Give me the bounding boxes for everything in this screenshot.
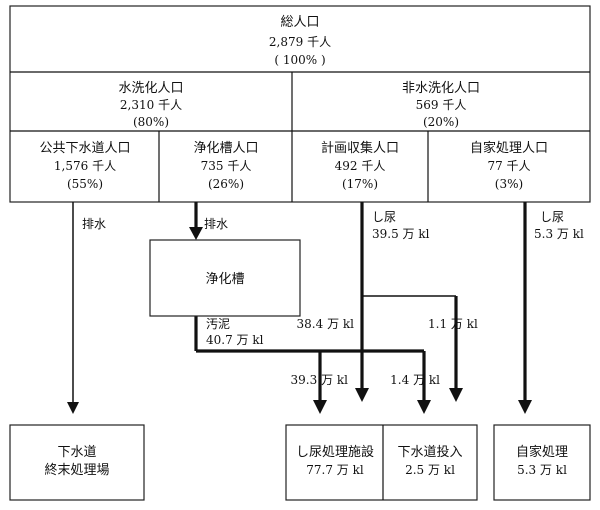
split-side-amount: 1.1 万 kl (428, 317, 478, 331)
sewer-input-title: 下水道投入 (397, 444, 462, 460)
public-sewer-population-cell: 公共下水道人口 1,576 千人 (55%) (39, 141, 130, 191)
flush-population-title: 水洗化人口 (118, 81, 183, 96)
self-treatment-box: 自家処理 5.3 万 kl (493, 424, 591, 501)
to-sewer-amount: 1.4 万 kl (390, 373, 440, 387)
nonflush-population-cell: 非水洗化人口 569 千人 (20%) (402, 81, 480, 129)
sludge-to-sewer-arrowhead (417, 400, 431, 414)
self-treatment-frame (493, 424, 591, 501)
septic-tank-frame (149, 239, 301, 317)
self-treatment-title: 自家処理 (516, 444, 568, 460)
septic-value: 735 千人 (201, 159, 252, 173)
flush-population-pct: (80%) (133, 115, 169, 129)
public-sewer-value: 1,576 千人 (54, 159, 116, 173)
sludge-amount: 40.7 万 kl (206, 333, 264, 347)
flush-population-cell: 水洗化人口 2,310 千人 (80%) (118, 81, 183, 129)
planned-title: 計画収集人口 (321, 140, 399, 156)
night-soil-arrowhead (355, 388, 369, 402)
total-population-value: 2,879 千人 (269, 35, 331, 49)
sewer-input-amount: 2.5 万 kl (405, 463, 455, 477)
self-night-soil-label: し尿 (540, 210, 564, 224)
sewer-plant-box: 下水道 終末処理場 (9, 424, 145, 501)
self-treatment-population-cell: 自家処理人口 77 千人 (3%) (470, 140, 548, 191)
sludge-label: 汚泥 (206, 317, 230, 331)
septic-pct: (26%) (208, 177, 244, 191)
sewer-plant-line2: 終末処理場 (44, 462, 109, 478)
self-night-soil-amount: 5.3 万 kl (534, 227, 584, 241)
nonflush-population-title: 非水洗化人口 (402, 81, 480, 96)
total-population-title: 総人口 (280, 15, 319, 30)
drain-label-septic: 排水 (204, 217, 228, 231)
drain-label-public-sewer: 排水 (82, 217, 106, 231)
treatment-plant-title: し尿処理施設 (296, 444, 374, 460)
sewer-plant-line1: 下水道 (57, 445, 96, 460)
total-population-cell: 総人口 2,879 千人 ( 100% ) (269, 15, 331, 67)
septic-title: 浄化槽人口 (193, 141, 258, 156)
flow-labels: 排水 排水 し尿 39.5 万 kl し尿 5.3 万 kl 汚泥 40.7 万… (82, 210, 584, 387)
treatment-group-box: し尿処理施設 77.7 万 kl 下水道投入 2.5 万 kl (285, 424, 478, 501)
treatment-group-frame (285, 424, 478, 501)
public-sewer-title: 公共下水道人口 (39, 141, 130, 156)
drain-arrowhead-public-sewer (67, 402, 79, 414)
sludge-to-plant-arrowhead (313, 400, 327, 414)
to-plant-amount: 39.3 万 kl (291, 373, 349, 387)
septic-tank-label: 浄化槽 (205, 272, 244, 287)
self-treatment-arrowhead (518, 400, 532, 414)
septic-tank-box: 浄化槽 (149, 239, 301, 317)
night-soil-label: し尿 (372, 210, 396, 224)
treatment-plant-amount: 77.7 万 kl (306, 463, 364, 477)
nonflush-population-pct: (20%) (423, 115, 459, 129)
sewer-plant-frame (9, 424, 145, 501)
night-soil-side-arrowhead (449, 388, 463, 402)
public-sewer-pct: (55%) (67, 177, 103, 191)
population-table-frame (9, 5, 591, 203)
planned-value: 492 千人 (335, 159, 386, 173)
planned-pct: (17%) (342, 177, 378, 191)
split-main-amount: 38.4 万 kl (297, 317, 355, 331)
self-pct: (3%) (495, 177, 523, 191)
self-treatment-amount: 5.3 万 kl (517, 463, 567, 477)
flow-lines (67, 202, 532, 414)
planned-collection-population-cell: 計画収集人口 492 千人 (17%) (321, 140, 399, 191)
drain-arrowhead-septic (189, 227, 203, 240)
total-population-pct: ( 100% ) (274, 53, 325, 67)
self-value: 77 千人 (487, 159, 530, 173)
self-title: 自家処理人口 (470, 140, 548, 156)
night-soil-amount: 39.5 万 kl (372, 227, 430, 241)
septic-population-cell: 浄化槽人口 735 千人 (26%) (193, 141, 258, 191)
nonflush-population-value: 569 千人 (416, 98, 467, 112)
flush-population-value: 2,310 千人 (120, 98, 182, 112)
population-table: 総人口 2,879 千人 ( 100% ) 水洗化人口 2,310 千人 (80… (9, 5, 591, 203)
